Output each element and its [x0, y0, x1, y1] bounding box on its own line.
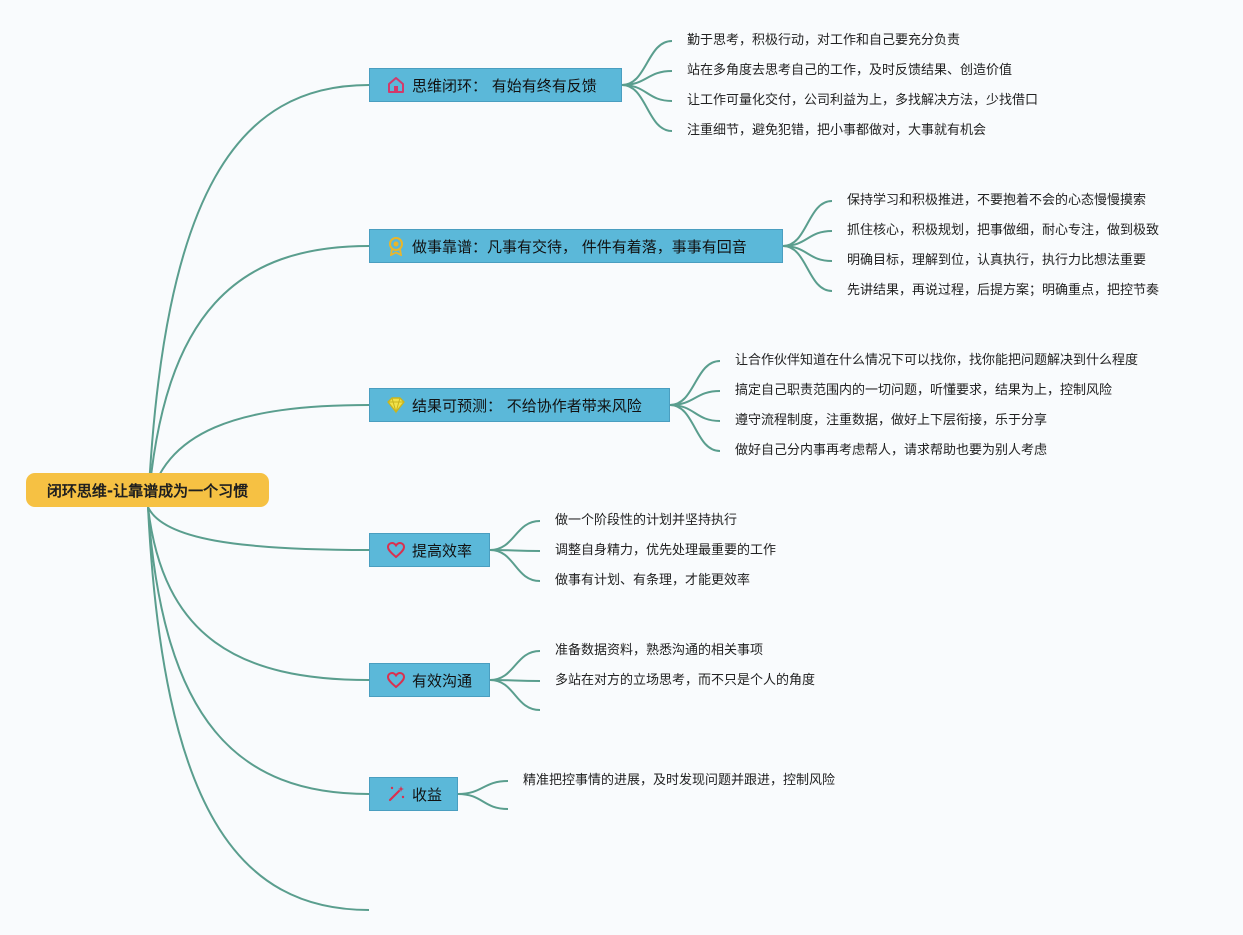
leaf-item[interactable]: 注重细节，避免犯错，把小事都做对，大事就有机会	[687, 123, 987, 138]
leaf-connector	[489, 549, 541, 582]
leaf-connector	[669, 404, 721, 452]
leaf-item[interactable]: 让合作伙伴知道在什么情况下可以找你，找你能把问题解决到什么程度	[735, 353, 1139, 368]
root-connector	[147, 506, 370, 911]
branch-topic-reliable[interactable]: 做事靠谱：凡事有交待， 件件有着落，事事有回音	[369, 229, 783, 263]
leaf-item[interactable]: 保持学习和积极推进，不要抱着不会的心态慢慢摸索	[847, 193, 1147, 208]
leaf-connector	[621, 84, 673, 132]
root-connector	[147, 506, 370, 681]
diamond-icon	[386, 395, 406, 415]
leaf-item[interactable]: 明确目标，理解到位，认真执行，执行力比想法重要	[847, 253, 1147, 268]
branch-topic-efficiency[interactable]: 提高效率	[369, 533, 490, 567]
root-topic[interactable]: 闭环思维-让靠谱成为一个习惯	[26, 473, 269, 507]
branch-topic-benefits[interactable]: 收益	[369, 777, 458, 811]
branch-label: 结果可预测： 不给协作者带来风险	[412, 396, 642, 415]
branch-topic-thinking-loop[interactable]: 思维闭环： 有始有终有反馈	[369, 68, 622, 102]
leaf-item[interactable]: 做事有计划、有条理，才能更效率	[555, 573, 751, 588]
branch-topic-predictable[interactable]: 结果可预测： 不给协作者带来风险	[369, 388, 670, 422]
leaf-item[interactable]: 准备数据资料，熟悉沟通的相关事项	[555, 643, 764, 658]
root-connector	[147, 506, 370, 551]
root-connector	[147, 245, 370, 508]
leaf-connector	[457, 780, 509, 795]
leaf-item[interactable]: 精准把控事情的进展，及时发现问题并跟进，控制风险	[523, 773, 836, 788]
root-connector	[147, 506, 370, 795]
leaf-item[interactable]: 调整自身精力，优先处理最重要的工作	[555, 543, 777, 558]
leaf-item[interactable]: 搞定自己职责范围内的一切问题，听懂要求，结果为上，控制风险	[735, 383, 1113, 398]
leaf-item[interactable]: 遵守流程制度，注重数据，做好上下层衔接，乐于分享	[735, 413, 1048, 428]
branch-label: 收益	[412, 785, 443, 804]
leaf-connector	[489, 650, 541, 681]
leaf-item[interactable]: 让工作可量化交付，公司利益为上，多找解决方法，少找借口	[687, 93, 1039, 108]
leaf-connector	[489, 679, 541, 711]
magic-wand-icon	[386, 784, 406, 804]
branch-label: 提高效率	[412, 541, 473, 560]
leaf-item[interactable]: 做一个阶段性的计划并坚持执行	[555, 513, 738, 528]
medal-icon	[386, 236, 406, 257]
leaf-item[interactable]: 勤于思考，积极行动，对工作和自己要充分负责	[687, 33, 961, 48]
leaf-connector	[489, 520, 541, 551]
branch-topic-communication[interactable]: 有效沟通	[369, 663, 490, 697]
leaf-item[interactable]: 站在多角度去思考自己的工作，及时反馈结果、创造价值	[687, 63, 1013, 78]
leaf-item[interactable]: 做好自己分内事再考虑帮人，请求帮助也要为别人考虑	[735, 443, 1048, 458]
root-topic-label: 闭环思维-让靠谱成为一个习惯	[46, 481, 249, 500]
heart-icon	[386, 540, 406, 560]
branch-label: 思维闭环： 有始有终有反馈	[412, 76, 597, 95]
branch-label: 有效沟通	[412, 671, 473, 690]
leaf-item[interactable]: 多站在对方的立场思考，而不只是个人的角度	[555, 673, 816, 688]
house-icon	[386, 75, 406, 95]
root-connector	[147, 84, 370, 508]
leaf-connector	[782, 245, 833, 292]
heart-icon	[386, 670, 406, 690]
leaf-connector	[457, 793, 509, 810]
leaf-item[interactable]: 抓住核心，积极规划，把事做细，耐心专注，做到极致	[847, 223, 1160, 238]
leaf-item[interactable]: 先讲结果，再说过程，后提方案；明确重点，把控节奏	[847, 283, 1160, 298]
branch-label: 做事靠谱：凡事有交待， 件件有着落，事事有回音	[412, 237, 747, 256]
